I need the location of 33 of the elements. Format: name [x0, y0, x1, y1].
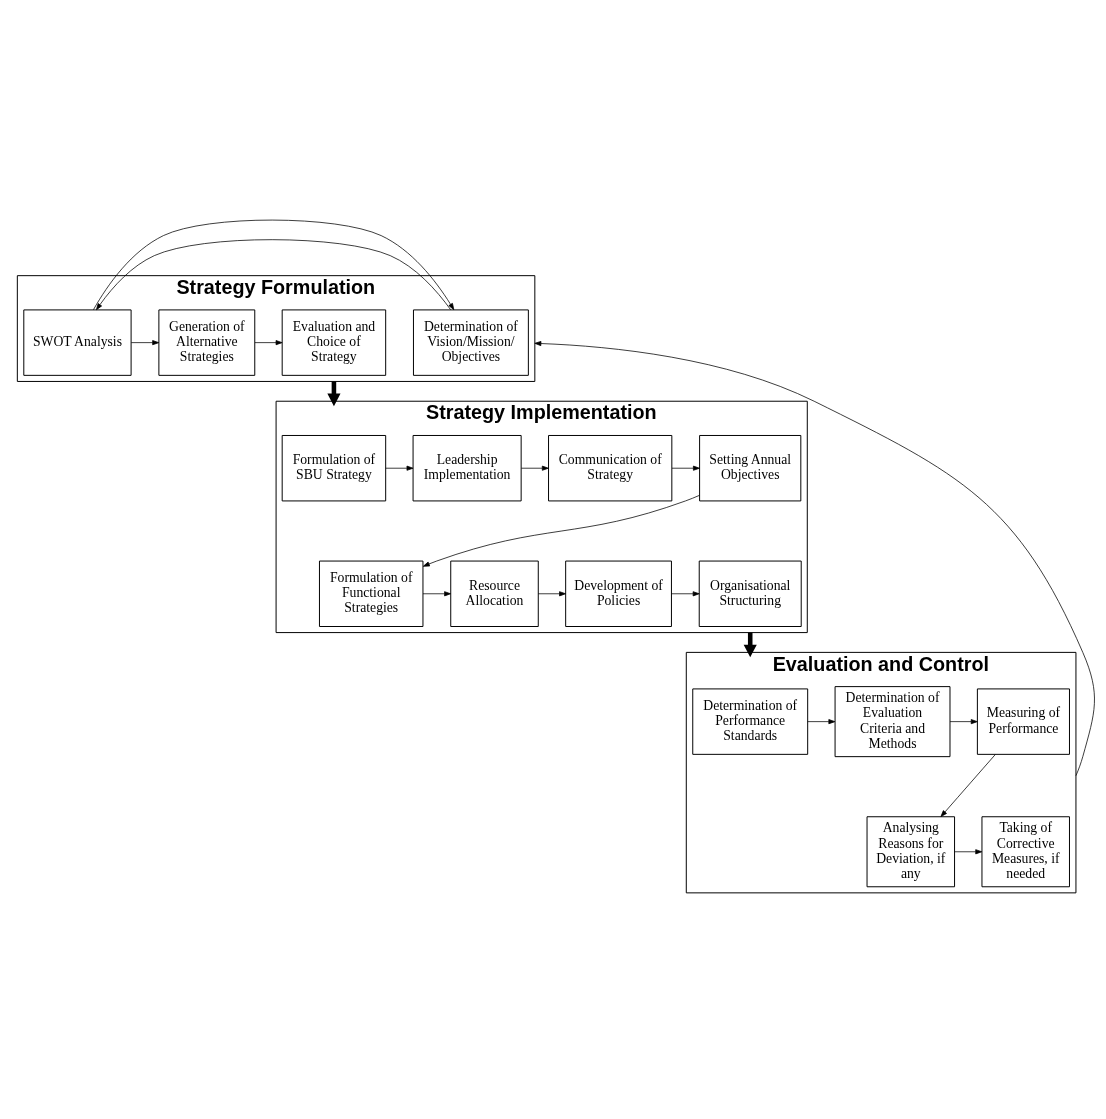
node-box: Generation of Alternative Strategies: [158, 309, 256, 376]
arrow: [534, 341, 1095, 777]
arrow: [538, 591, 566, 597]
arrow: [954, 849, 983, 855]
arrow: [940, 754, 996, 817]
node-box: Resource Allocation: [450, 560, 539, 627]
arrow: [96, 239, 452, 311]
arrow: [385, 465, 414, 471]
arrow: [254, 340, 283, 346]
node-box: Evaluation and Choice of Strategy: [281, 309, 387, 376]
node-box: Formulation of SBU Strategy: [281, 435, 387, 502]
node-box: Leadership Implementation: [412, 435, 522, 502]
node-box: Measuring of Performance: [976, 688, 1070, 755]
node-box: Determination of Vision/Mission/ Objectives: [412, 309, 529, 376]
node-box: Organisational Structuring: [698, 560, 802, 627]
arrow: [671, 591, 700, 597]
node-box: Taking of Corrective Measures, if needed: [981, 816, 1070, 888]
arrow: [520, 465, 549, 471]
arrow: [949, 719, 978, 725]
node-box: Formulation of Functional Strategies: [318, 560, 424, 627]
arrow: [93, 219, 455, 311]
node-box: Analysing Reasons for Deviation, if any: [866, 816, 956, 888]
node-box: Communication of Strategy: [548, 435, 673, 502]
arrow: [807, 719, 836, 725]
arrow: [671, 465, 700, 471]
arrow: [422, 494, 700, 567]
node-box: SWOT Analysis: [23, 309, 132, 376]
arrow: [422, 591, 452, 597]
node-box: Development of Policies: [565, 560, 672, 627]
node-box: Determination of Performance Standards: [692, 688, 809, 755]
node-box: Determination of Evaluation Criteria and Methods: [834, 686, 951, 758]
arrow: [130, 340, 160, 346]
node-box: Setting Annual Objectives: [699, 435, 802, 502]
